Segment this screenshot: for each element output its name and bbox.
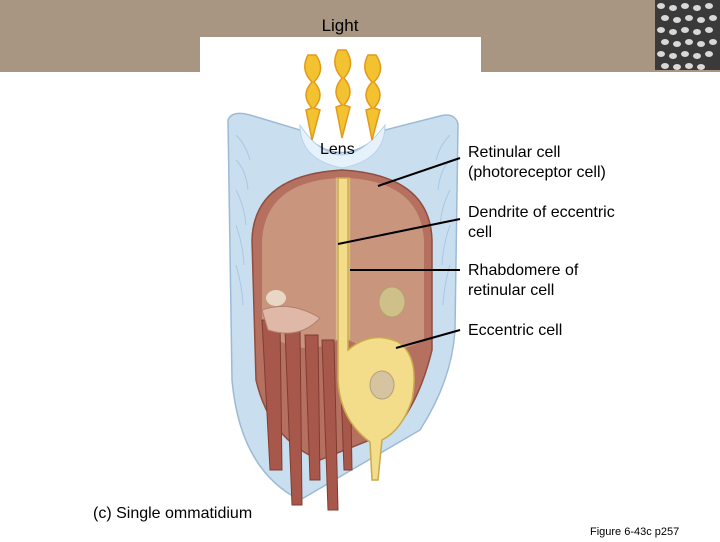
eccentric-cell bbox=[337, 177, 415, 481]
figure-caption: (c) Single ommatidium bbox=[93, 505, 253, 522]
lens bbox=[299, 123, 386, 169]
label-retinular-cell: Retinular cell (photoreceptor cell) bbox=[468, 144, 606, 181]
diagram-title: Light bbox=[321, 16, 359, 35]
label-eccentric-cell: Eccentric cell bbox=[468, 322, 563, 339]
label-dendrite: Dendrite of eccentric cell bbox=[468, 204, 615, 241]
figure-reference: Figure 6-43c p257 bbox=[590, 526, 680, 538]
compound-eye-thumbnail bbox=[655, 0, 720, 70]
eccentric-nucleus bbox=[369, 370, 395, 400]
light-arrows bbox=[304, 49, 382, 141]
label-rhabdomere: Rhabdomere of retinular cell bbox=[468, 262, 579, 299]
label-lens: Lens bbox=[320, 141, 355, 158]
